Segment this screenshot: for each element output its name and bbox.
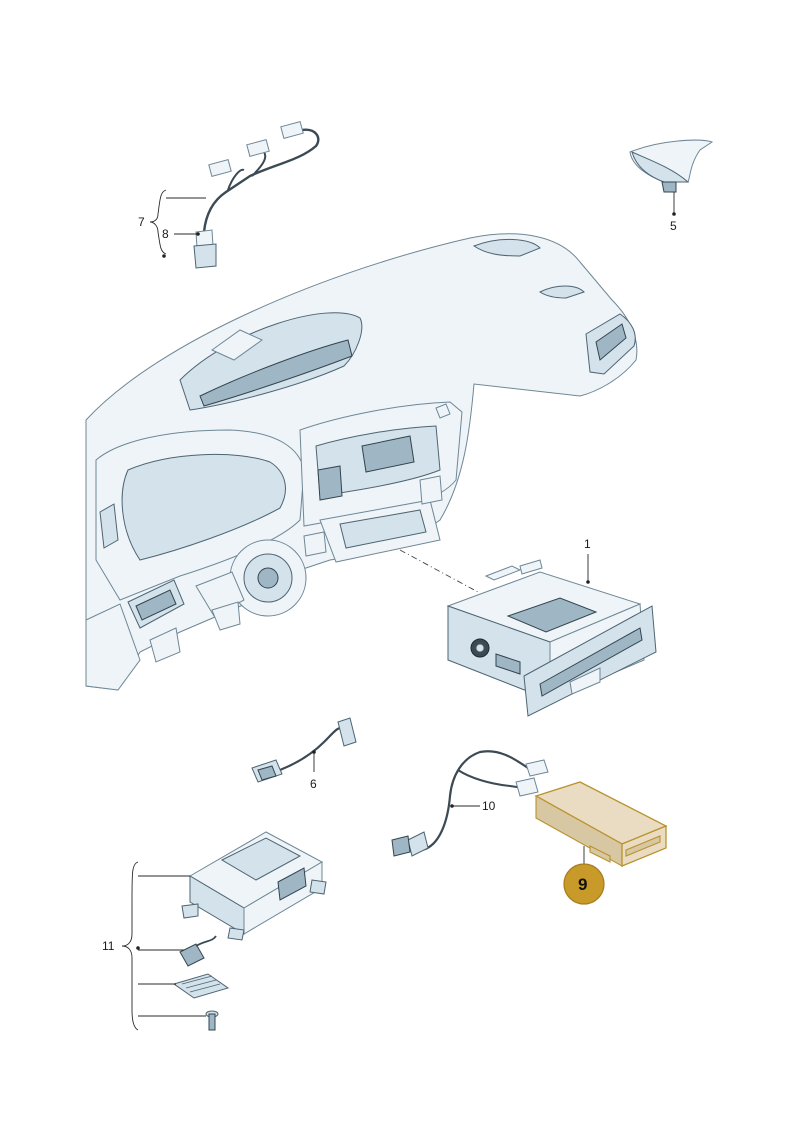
leader-10-dot xyxy=(450,804,454,808)
y-cable xyxy=(391,750,549,857)
wiring-harness xyxy=(193,121,320,269)
callout-10: 10 xyxy=(482,799,496,813)
roof-antenna xyxy=(629,139,714,193)
callout-5: 5 xyxy=(670,219,677,233)
callout-6: 6 xyxy=(310,777,317,791)
install-leader-line xyxy=(399,549,479,593)
leader-1-dot xyxy=(586,580,590,584)
leader-8-dot xyxy=(196,232,200,236)
antenna-cable xyxy=(251,717,357,783)
callout-8: 8 xyxy=(162,227,169,241)
leader-7-dot xyxy=(162,254,166,258)
screw xyxy=(205,1010,219,1031)
highlighted-control-module xyxy=(534,781,668,867)
callout-9-badge xyxy=(563,863,605,905)
callout-7: 7 xyxy=(138,215,145,229)
callout-9: 9 xyxy=(578,875,587,894)
leader-5-dot xyxy=(672,212,676,216)
bracket-11 xyxy=(121,861,139,1031)
leader-11-dot xyxy=(136,946,140,950)
bracket-7 xyxy=(149,189,167,255)
amplifier-unit xyxy=(181,831,327,941)
connector-plug xyxy=(179,935,217,967)
dashboard-assembly xyxy=(85,233,638,691)
leader-6-dot xyxy=(312,750,316,754)
callout-11: 11 xyxy=(102,939,115,953)
radio-unit xyxy=(446,559,657,717)
mounting-bracket xyxy=(172,973,230,999)
callout-1: 1 xyxy=(584,537,591,551)
